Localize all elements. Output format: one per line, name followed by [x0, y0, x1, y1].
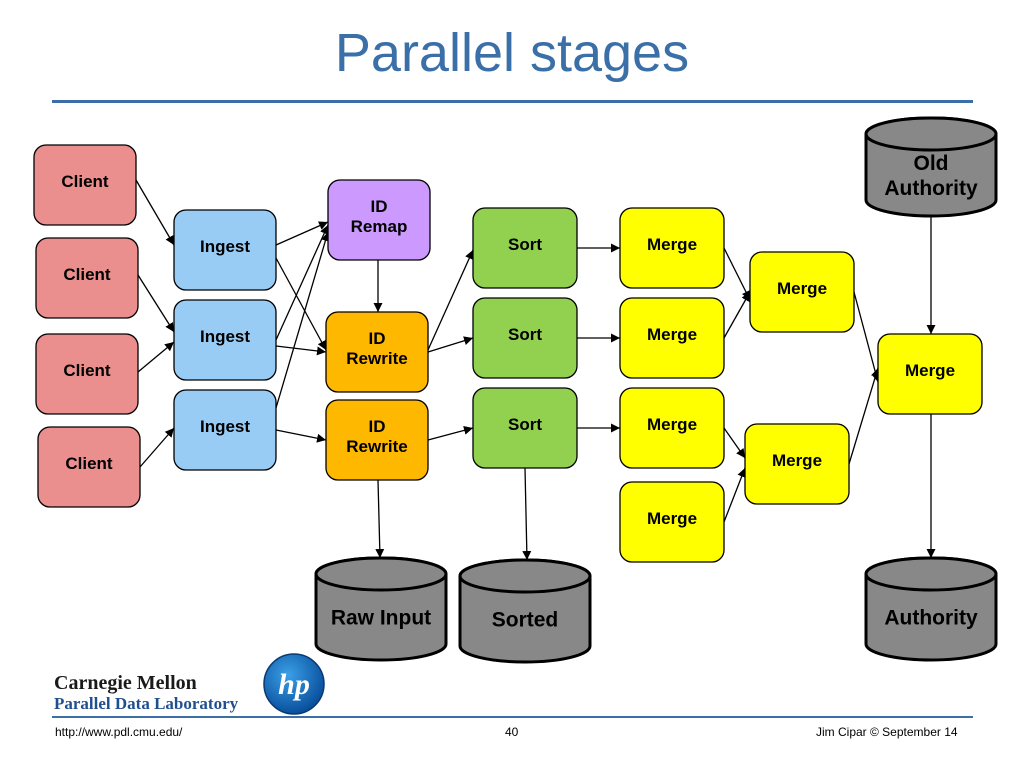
node-sort3: Sort — [472, 387, 578, 469]
edge-idrewrite2-rawinput — [375, 479, 385, 559]
node-ingest1-label: Ingest — [200, 237, 250, 256]
node-merge2-label: Merge — [647, 325, 697, 344]
edge-ingest2-idremap — [275, 224, 329, 341]
edge-merge1-merge5 — [723, 247, 751, 301]
node-merge1: Merge — [619, 207, 725, 289]
store-authority: Authority — [864, 556, 998, 662]
footer-page-number: 40 — [505, 725, 519, 739]
node-sort1-label: Sort — [508, 235, 542, 254]
cmu-logo-line1: Carnegie Mellon — [54, 672, 197, 694]
node-ingest2-label: Ingest — [200, 327, 250, 346]
footer-author: Jim Cipar © September 14 — [816, 725, 958, 739]
node-sort2-label: Sort — [508, 325, 542, 344]
edge-ingest3-idremap — [275, 231, 330, 409]
edge-ingest2-idrewrite1 — [275, 345, 327, 356]
title-divider — [52, 100, 973, 103]
edge-client1-ingest1 — [135, 179, 175, 246]
store-oldauthority-label: Authority — [884, 177, 978, 200]
node-merge3-label: Merge — [647, 415, 697, 434]
footer-divider — [52, 716, 973, 718]
node-merge1-label: Merge — [647, 235, 697, 254]
node-merge4: Merge — [619, 481, 725, 563]
store-oldauthority-label: Old — [914, 152, 949, 175]
store-sorted-label: Sorted — [492, 608, 559, 631]
node-sort2: Sort — [472, 297, 578, 379]
hp-logo-text: hp — [278, 668, 310, 701]
node-client4-label: Client — [65, 454, 113, 473]
node-merge3: Merge — [619, 387, 725, 469]
node-sort1: Sort — [472, 207, 578, 289]
node-client2-label: Client — [63, 265, 111, 284]
store-sorted: Sorted — [458, 558, 592, 664]
node-idrewrite1-label: ID — [369, 329, 386, 348]
hp-logo: hp — [263, 653, 325, 715]
edge-client4-ingest3 — [139, 427, 175, 468]
edge-merge6-merge7 — [848, 367, 880, 465]
edge-client3-ingest2 — [137, 341, 175, 373]
node-merge6: Merge — [744, 423, 850, 505]
node-client3-label: Client — [63, 361, 111, 380]
node-client1-label: Client — [61, 172, 109, 191]
node-idrewrite1-label: Rewrite — [346, 349, 407, 368]
node-merge2: Merge — [619, 297, 725, 379]
store-rawinput-label: Raw Input — [331, 606, 431, 629]
edge-idrewrite2-sort3 — [427, 425, 474, 441]
node-idrewrite2-label: Rewrite — [346, 437, 407, 456]
edge-merge2-merge5 — [723, 291, 751, 339]
cmu-logo-line2: Parallel Data Laboratory — [54, 694, 239, 713]
edge-merge3-merge6 — [723, 427, 746, 459]
node-ingest3-label: Ingest — [200, 417, 250, 436]
node-client3: Client — [35, 333, 139, 415]
node-idremap-label: Remap — [351, 217, 408, 236]
cmu-pdl-logo: Carnegie Mellon Parallel Data Laboratory — [54, 672, 238, 714]
edge-client2-ingest2 — [137, 274, 175, 333]
node-merge7-label: Merge — [905, 361, 955, 380]
edge-idrewrite1-sort2 — [427, 336, 474, 353]
edge-idrewrite1-sort1 — [427, 249, 474, 351]
node-ingest1: Ingest — [173, 209, 277, 291]
node-merge5-label: Merge — [777, 279, 827, 298]
edge-merge5-merge7 — [853, 291, 881, 383]
node-client2: Client — [35, 237, 139, 319]
node-merge7: Merge — [877, 333, 983, 415]
node-idremap-label: ID — [371, 197, 388, 216]
node-idrewrite2-label: ID — [369, 417, 386, 436]
node-ingest3: Ingest — [173, 389, 277, 471]
edge-sort3-sorted — [522, 467, 532, 561]
node-sort3-label: Sort — [508, 415, 542, 434]
node-client1: Client — [33, 144, 137, 226]
edge-merge4-merge6 — [723, 467, 746, 523]
edge-ingest1-idrewrite1 — [275, 257, 327, 351]
edge-ingest3-idrewrite2 — [275, 429, 327, 443]
node-ingest2: Ingest — [173, 299, 277, 381]
node-merge4-label: Merge — [647, 509, 697, 528]
store-rawinput: Raw Input — [314, 556, 448, 662]
slide-title: Parallel stages — [334, 23, 690, 83]
edge-ingest1-idremap — [275, 221, 329, 246]
store-authority-label: Authority — [884, 606, 978, 629]
footer-url: http://www.pdl.cmu.edu/ — [55, 725, 183, 739]
node-merge6-label: Merge — [772, 451, 822, 470]
node-merge5: Merge — [749, 251, 855, 333]
node-client4: Client — [37, 426, 141, 508]
